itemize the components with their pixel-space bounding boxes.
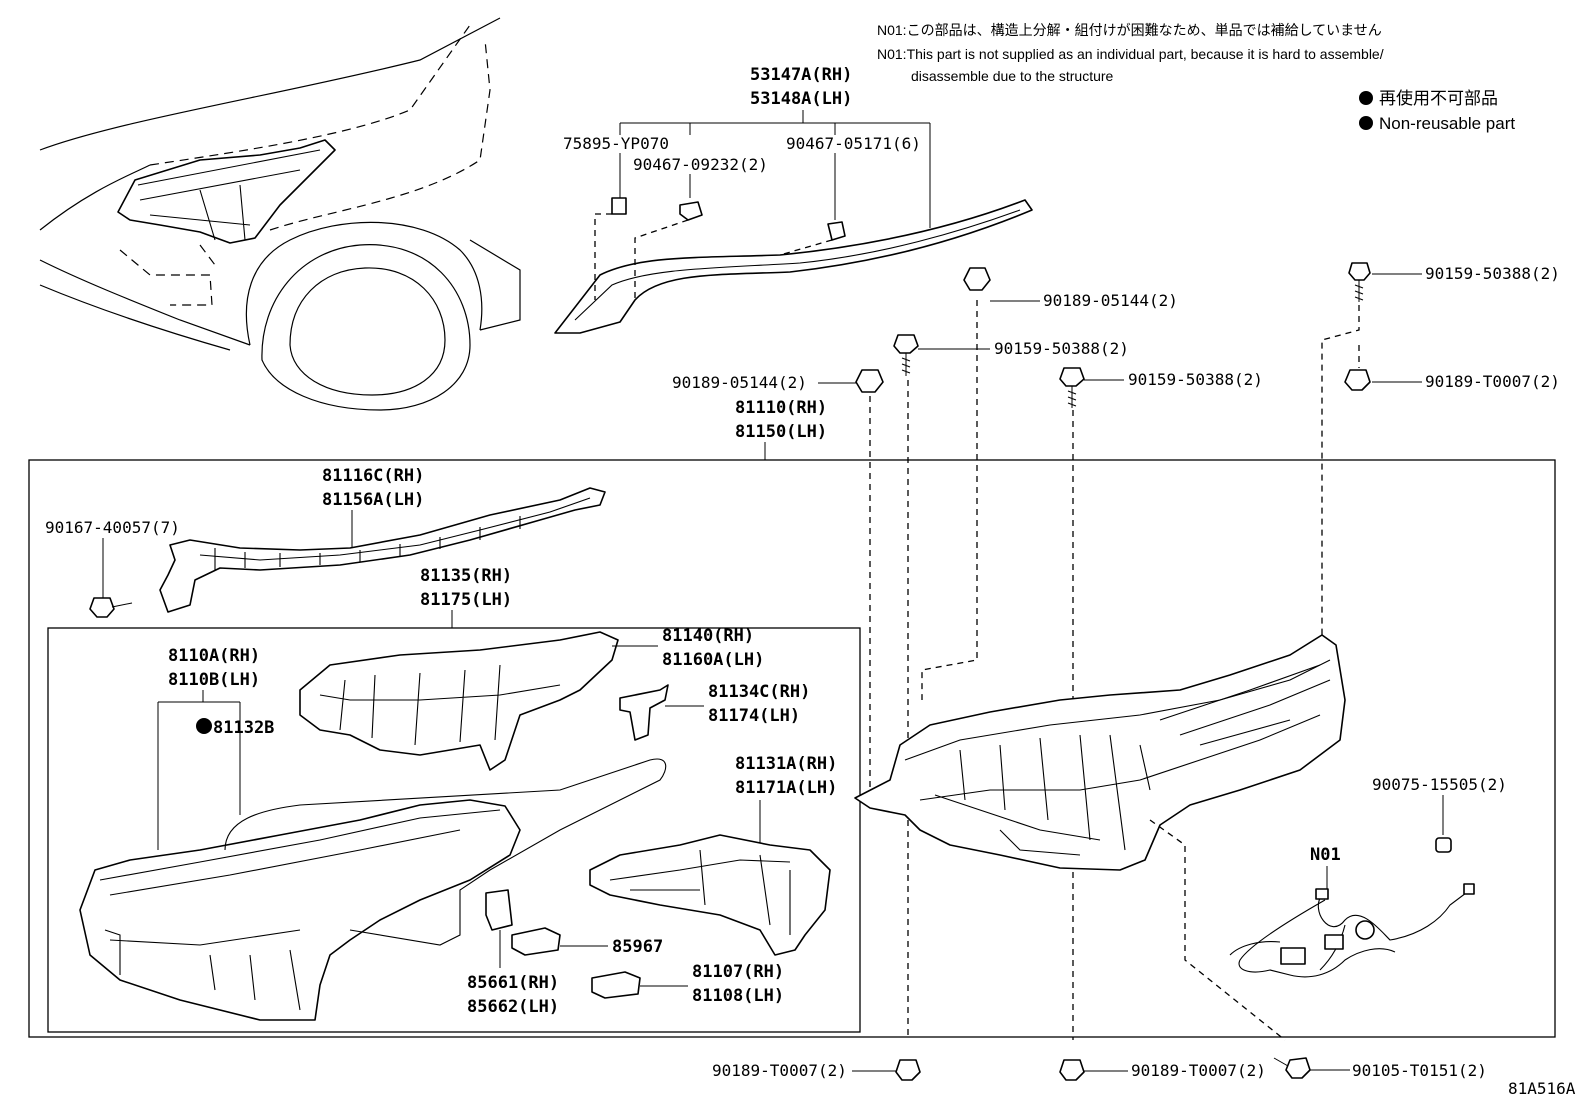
label-81132b: 81132B [213, 718, 274, 738]
note-n01-english-line1: N01:This part is not supplied as an indi… [877, 46, 1384, 62]
label-53148a: 53148A(LH) [750, 89, 852, 109]
label-90189-t0007-bottom-right: 90189-T0007(2) [1131, 1061, 1266, 1080]
label-81156a: 81156A(LH) [322, 490, 424, 510]
label-81108: 81108(LH) [692, 986, 784, 1006]
note-n01-japanese: N01:この部品は、構造上分解・組付けが困難なため、単品では補給していません [877, 22, 1382, 38]
garnish-strip-illustration [554, 199, 1033, 334]
assembly-box-81135 [47, 627, 861, 1033]
clip-90467-09232-icon [679, 201, 703, 221]
legend-jp: 再使用不可部品 [1379, 88, 1498, 108]
nut-90189-t0007-icon [1059, 1059, 1085, 1081]
label-90159-50388-right: 90159-50388(2) [1128, 370, 1263, 389]
bolt-90159-50388-icon [893, 334, 919, 376]
label-n01: N01 [1310, 845, 1341, 865]
label-75895-yp070: 75895-YP070 [563, 134, 669, 153]
label-81110: 81110(RH) [735, 398, 827, 418]
label-8110b: 8110B(LH) [168, 670, 260, 690]
bracket-81134c-illustration [619, 684, 669, 741]
label-90167-40057: 90167-40057(7) [45, 518, 180, 537]
label-90105-t0151: 90105-T0151(2) [1352, 1061, 1487, 1080]
label-90467-09232: 90467-09232(2) [633, 155, 768, 174]
non-reusable-dot-icon [1359, 91, 1373, 105]
screw-90167-40057-icon [89, 597, 133, 618]
non-reusable-dot-icon [1359, 116, 1373, 130]
screw-90105-t0151-icon [1273, 1057, 1311, 1079]
label-90189-05144-upper: 90189-05144(2) [1043, 291, 1178, 310]
label-81131a: 81131A(RH) [735, 754, 837, 774]
label-81116c: 81116C(RH) [322, 466, 424, 486]
label-81150: 81150(LH) [735, 422, 827, 442]
label-81140: 81140(RH) [662, 626, 754, 646]
legend: 再使用不可部品 Non-reusable part [1359, 88, 1515, 133]
module-81107-illustration [591, 971, 641, 999]
lamp-unit-81131a-illustration [589, 834, 831, 956]
label-85661: 85661(RH) [467, 973, 559, 993]
wire-harness-n01-illustration [1229, 883, 1475, 978]
bolt-90159-50388-icon [1059, 367, 1085, 408]
label-90467-05171: 90467-05171(6) [786, 134, 921, 153]
headlamp-assembly-81110-illustration [854, 634, 1346, 871]
vehicle-front-illustration [39, 17, 521, 411]
label-90189-t0007-top: 90189-T0007(2) [1425, 372, 1560, 391]
reflector-81140-illustration [299, 631, 619, 771]
clip-75895-icon [611, 197, 627, 215]
grommet-90075-icon [1435, 837, 1452, 853]
clip-90467-05171-icon [827, 221, 846, 241]
assembly-box-81110 [28, 459, 1556, 1038]
lens-housing-8110a-illustration [79, 758, 667, 1021]
label-85967: 85967 [612, 937, 663, 957]
nut-90189-t0007-icon [895, 1059, 921, 1081]
label-90075-15505: 90075-15505(2) [1372, 775, 1507, 794]
illustration-code: 81A516A [1508, 1079, 1576, 1098]
label-90159-50388-top: 90159-50388(2) [1425, 264, 1560, 283]
legend-en: Non-reusable part [1379, 114, 1515, 133]
label-90159-50388-middle: 90159-50388(2) [994, 339, 1129, 358]
label-85662: 85662(LH) [467, 997, 559, 1017]
bracket-81116c-illustration [159, 487, 606, 613]
nut-90189-05144-icon [855, 369, 884, 393]
nut-90189-t0007-icon [1344, 369, 1371, 391]
module-85967-illustration [511, 927, 561, 956]
label-81160a: 81160A(LH) [662, 650, 764, 670]
label-81174: 81174(LH) [708, 706, 800, 726]
bolt-90159-50388-icon [1348, 262, 1371, 302]
label-81134c: 81134C(RH) [708, 682, 810, 702]
label-81175: 81175(LH) [420, 590, 512, 610]
label-8110a: 8110A(RH) [168, 646, 260, 666]
label-90189-05144-left: 90189-05144(2) [672, 373, 807, 392]
label-90189-t0007-bottom-left: 90189-T0007(2) [712, 1061, 847, 1080]
note-n01-english-line2: disassemble due to the structure [911, 68, 1114, 84]
label-81171a: 81171A(LH) [735, 778, 837, 798]
non-reusable-dot-icon [196, 718, 212, 734]
nut-90189-05144-icon [963, 267, 991, 291]
label-53147a: 53147A(RH) [750, 65, 852, 85]
label-81135: 81135(RH) [420, 566, 512, 586]
label-81107: 81107(RH) [692, 962, 784, 982]
connector-85661-illustration [485, 889, 513, 931]
